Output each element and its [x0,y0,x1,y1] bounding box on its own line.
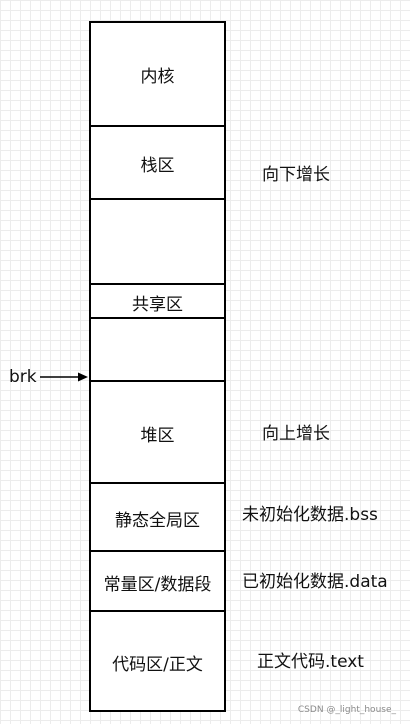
brk-arrow-icon [40,372,88,382]
memory-layout-stack: 内核 栈区 共享区 堆区 静态全局区 常量区/数据段 代码区/正文 [89,21,226,712]
note-heap-growth: 向上增长 [262,424,330,444]
segment-text: 代码区/正文 [91,610,224,712]
segment-bss: 静态全局区 [91,482,224,552]
segment-data: 常量区/数据段 [91,550,224,612]
segment-heap: 堆区 [91,380,224,484]
segment-gap-lower [91,317,224,382]
segment-stack-label: 栈区 [140,156,175,176]
segment-shared: 共享区 [91,283,224,319]
segment-kernel: 内核 [91,23,224,125]
note-bss: 未初始化数据.bss [242,505,378,525]
brk-label: brk [9,367,37,387]
segment-data-label: 常量区/数据段 [103,574,212,595]
segment-shared-label: 共享区 [132,294,183,315]
segment-text-label: 代码区/正文 [112,654,203,675]
note-text: 正文代码.text [257,652,364,672]
note-data: 已初始化数据.data [242,572,388,592]
segment-heap-label: 堆区 [140,425,175,446]
segment-kernel-label: 内核 [140,66,175,87]
segment-stack: 栈区 [91,125,224,200]
note-stack-growth: 向下增长 [262,165,330,185]
segment-gap-upper [91,198,224,285]
watermark: CSDN @_light_house_ [297,705,396,715]
segment-bss-label: 静态全局区 [115,510,200,531]
